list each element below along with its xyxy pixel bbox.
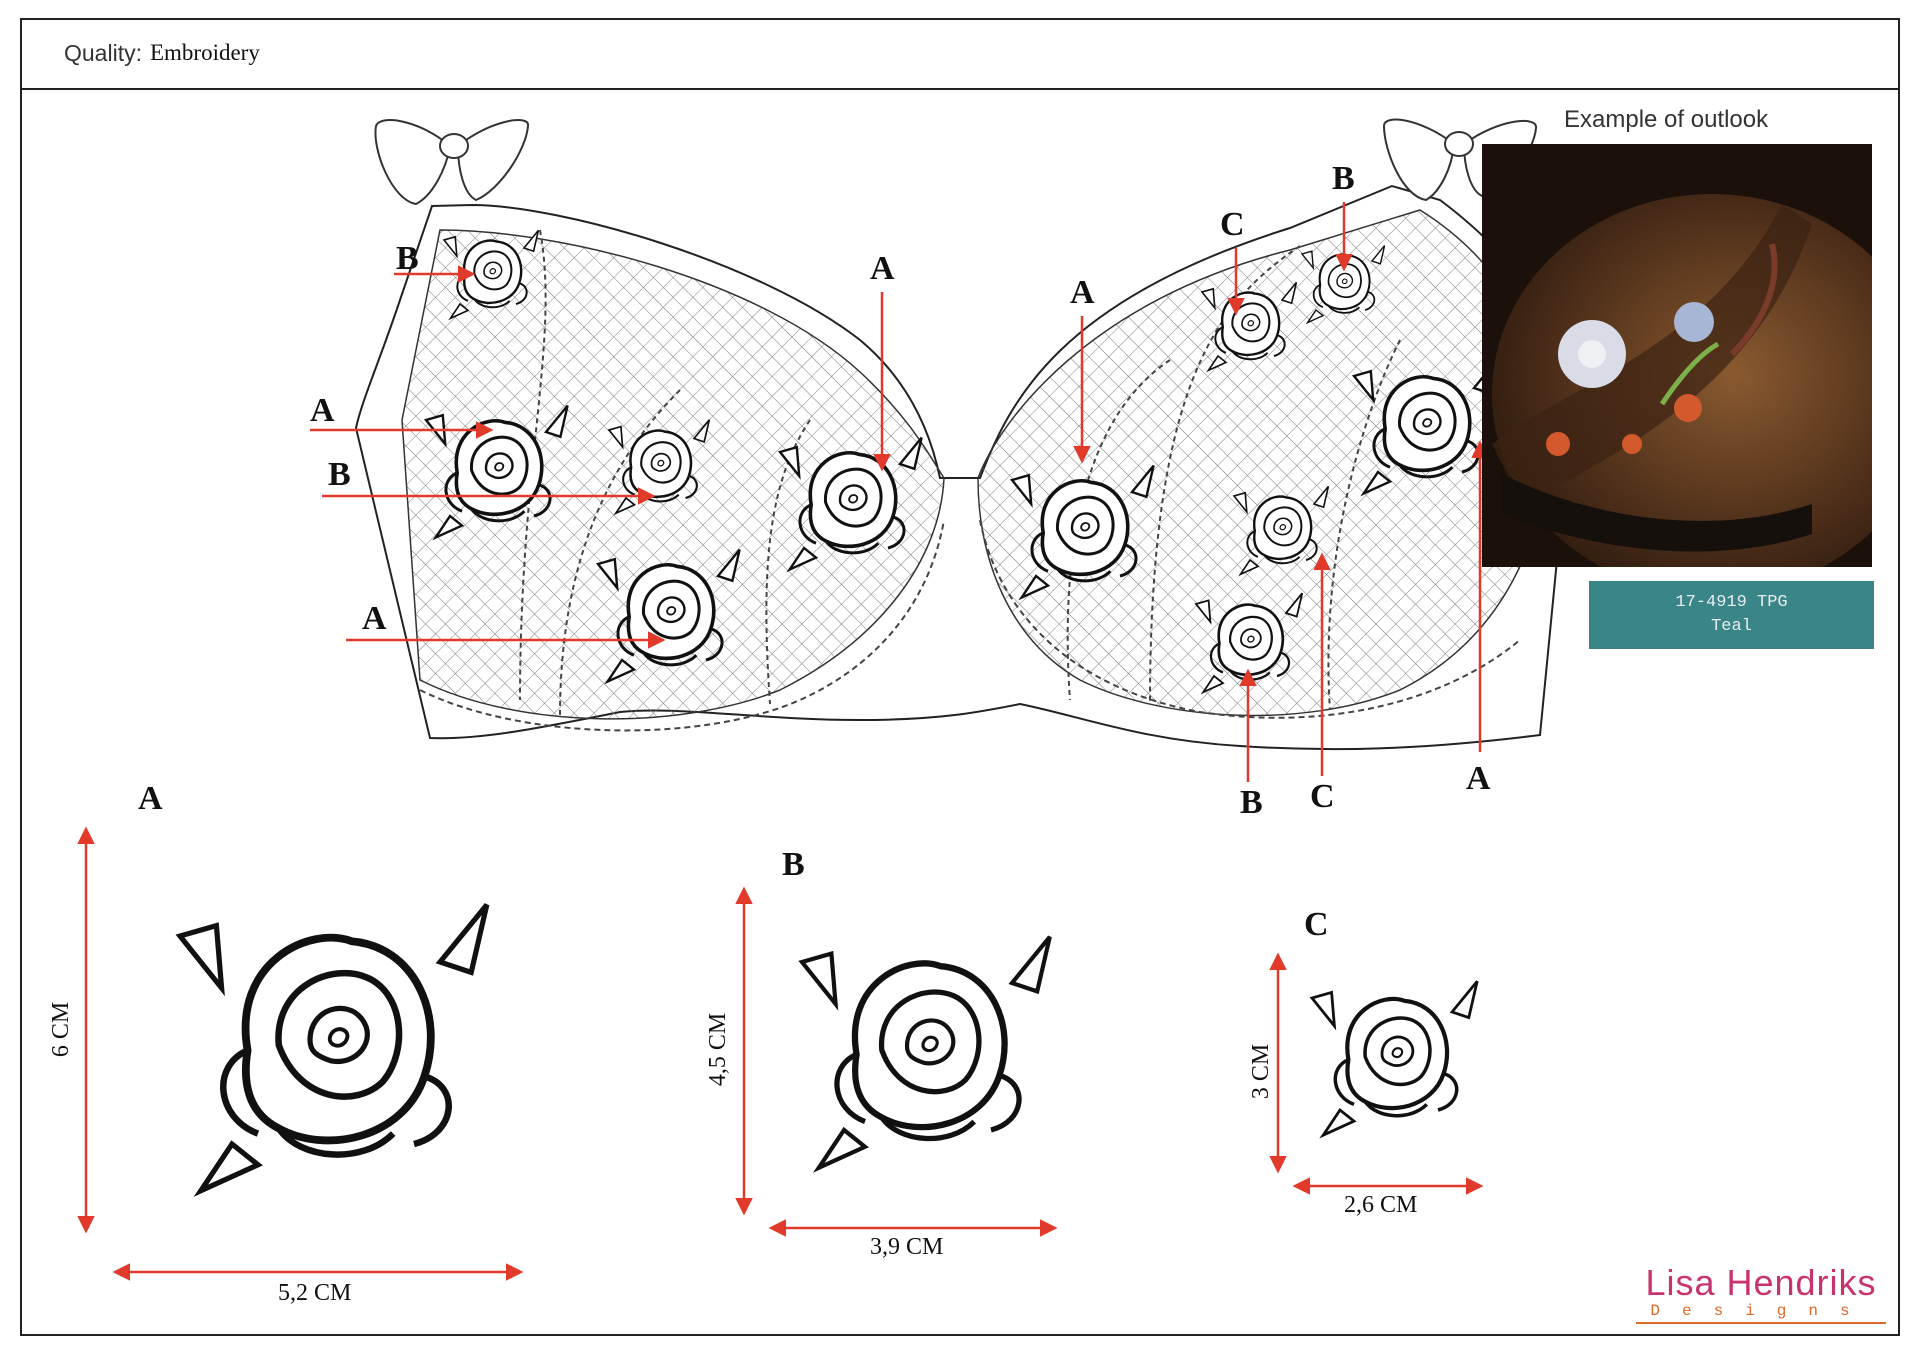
brand-logo: Lisa Hendriks Designs: [1630, 1264, 1892, 1324]
motif-letter: A: [138, 780, 163, 817]
callout-label: B: [328, 456, 351, 493]
callout-label: B: [396, 240, 419, 277]
left-bow: [374, 119, 529, 206]
header-bar: [20, 18, 1900, 90]
page-frame: [20, 18, 1900, 1336]
callout-label: B: [1240, 784, 1263, 821]
motif-width: 2,6 CM: [1344, 1192, 1418, 1218]
motif-b-drawing: [802, 937, 1050, 1168]
callout-label: C: [1310, 778, 1335, 815]
dimension-arrows: [77, 826, 1484, 1281]
motif-letter: C: [1304, 906, 1329, 943]
motif-c-drawing: [1312, 981, 1477, 1135]
brand-name: Lisa Hendriks: [1645, 1262, 1877, 1303]
motif-height: 3 CM: [1248, 1043, 1275, 1100]
motif-a-drawing: [180, 905, 487, 1191]
color-swatch: 17-4919 TPG Teal: [1589, 581, 1874, 649]
motif-letter: B: [782, 846, 805, 883]
example-label: Example of outlook: [1564, 106, 1769, 133]
callout-arrows: [310, 202, 1489, 782]
bra-drawing: [354, 118, 1572, 751]
callout-label: A: [1466, 760, 1491, 797]
quality-value: Embroidery: [149, 40, 260, 65]
swatch-name: Teal: [1711, 617, 1752, 636]
swatch-code: 17-4919 TPG: [1675, 593, 1788, 612]
callout-label: A: [870, 250, 895, 287]
callout-label: A: [310, 392, 335, 429]
brand-sub: Designs: [1650, 1302, 1872, 1320]
motif-height: 4,5 CM: [705, 1012, 732, 1087]
motif-height: 6 CM: [48, 1001, 75, 1058]
callout-label: A: [362, 600, 387, 637]
motif-width: 5,2 CM: [278, 1280, 352, 1306]
quality-line: Quality: Embroidery: [64, 40, 260, 67]
example-photo: [1482, 144, 1872, 567]
callout-label: A: [1070, 274, 1095, 311]
quality-key: Quality:: [64, 40, 142, 66]
brand-rule: [1636, 1322, 1886, 1324]
callout-label: C: [1220, 206, 1245, 243]
callout-label: B: [1332, 160, 1355, 197]
motif-width: 3,9 CM: [870, 1234, 944, 1260]
